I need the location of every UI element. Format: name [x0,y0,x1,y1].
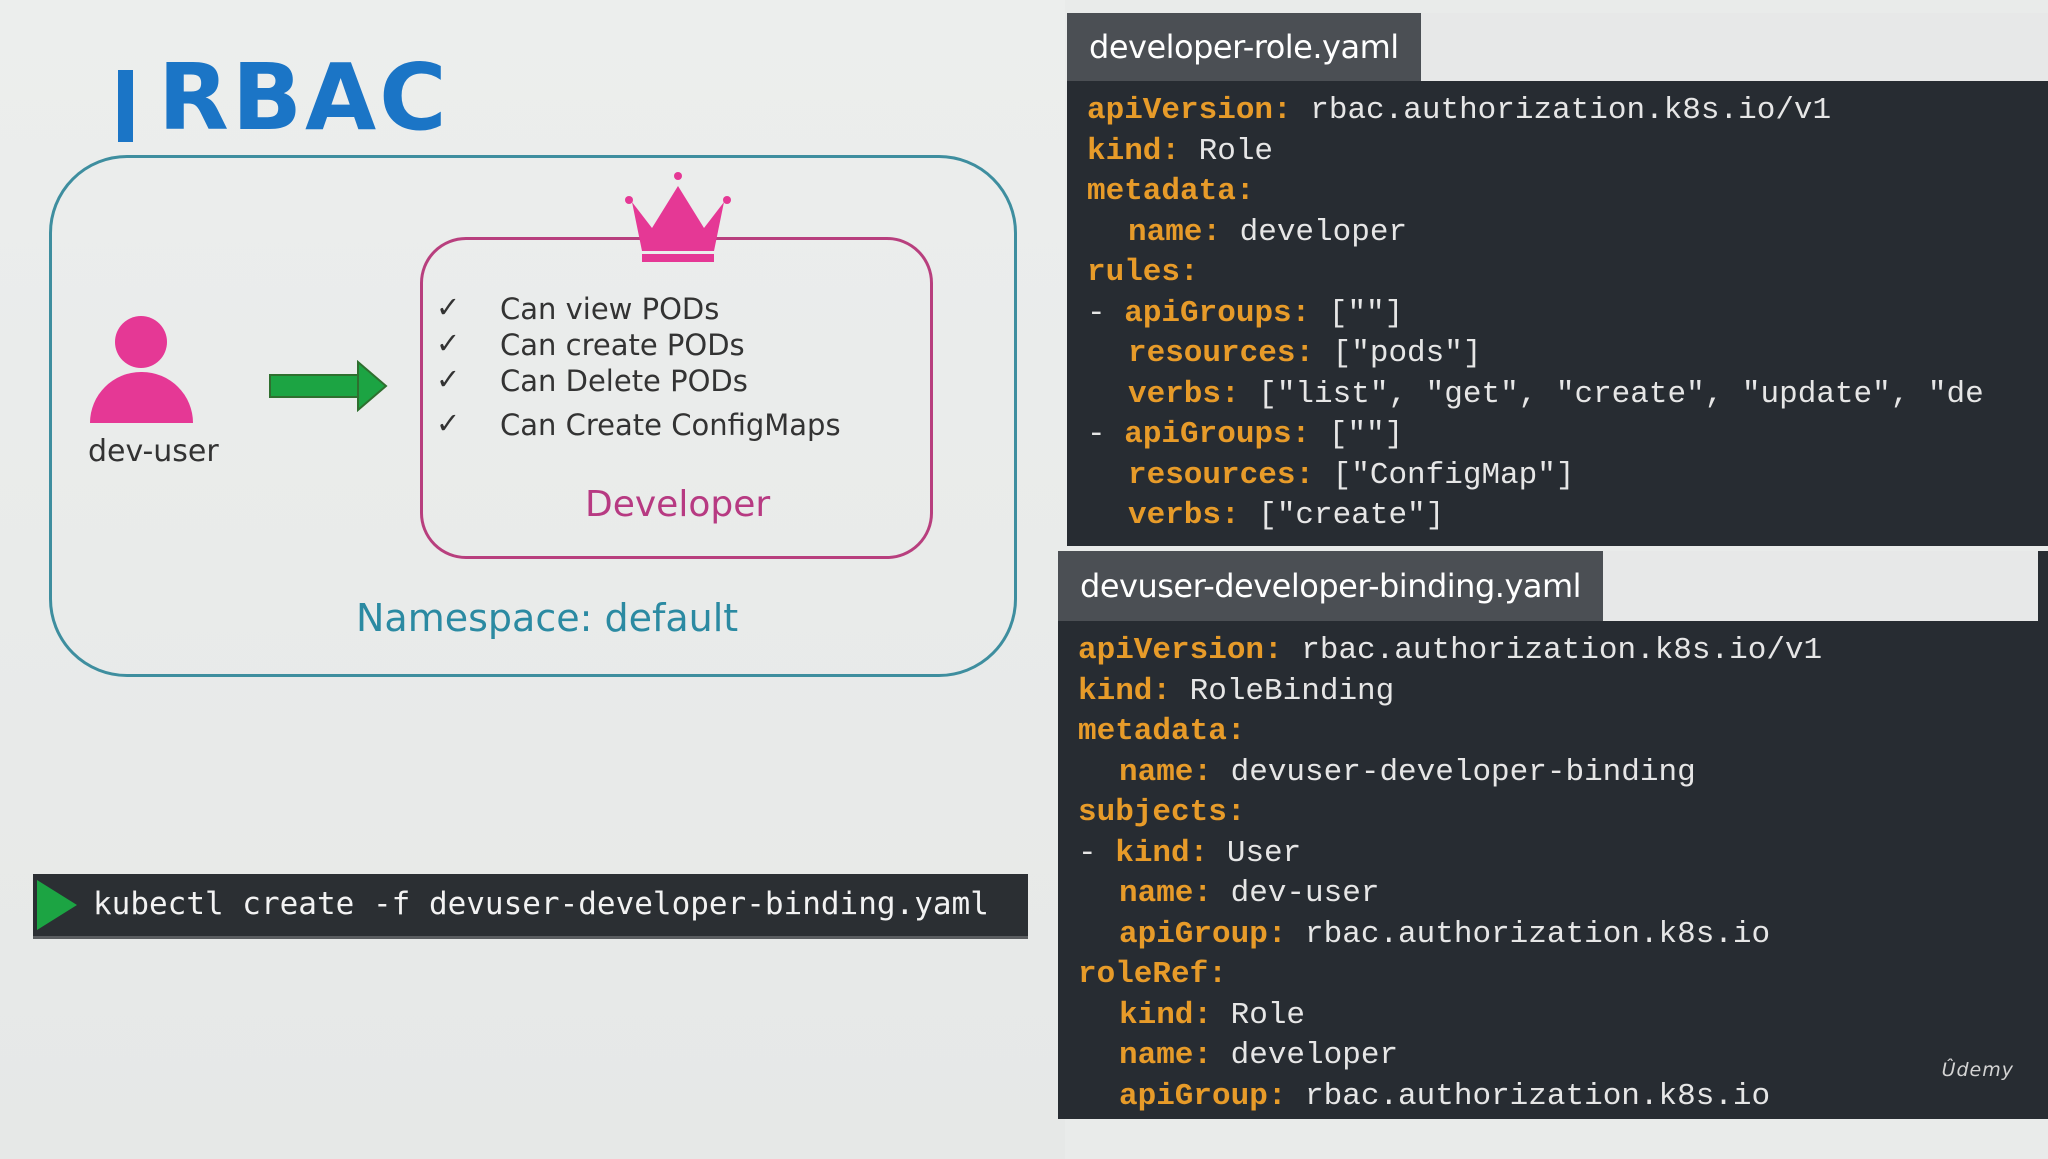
code-line: resources: ["pods"] [1087,334,1984,375]
code-line: rules: [1087,253,1984,294]
code-line: apiGroup: rbac.authorization.k8s.io [1078,915,1822,956]
namespace-label: Namespace: default [356,596,739,640]
code-value: developer [1212,1038,1399,1073]
user-label: dev-user [88,434,219,469]
tab-devuser-developer-binding[interactable]: devuser-developer-binding.yaml [1058,551,1604,621]
code-key: verbs: [1128,376,1240,412]
play-icon[interactable] [37,880,77,930]
code-value: rbac.authorization.k8s.io [1286,916,1771,952]
role-yaml-panel: developer-role.yaml apiVersion: rbac.aut… [1067,13,2048,546]
code-value: Role [1180,133,1274,169]
code-key: metadata: [1078,714,1246,749]
command-text: kubectl create -f devuser-developer-bind… [93,886,989,922]
code-value: User [1208,835,1302,871]
code-value: rbac.authorization.k8s.io/v1 [1282,633,1823,668]
code-key: verbs: [1128,498,1240,533]
crown-icon [625,172,731,262]
code-line: subjects: [1078,793,1822,834]
code-key: metadata: [1087,174,1255,209]
check-icon: ✓ [436,326,461,360]
code-key: resources: [1128,457,1315,493]
code-dash: - [1078,835,1116,871]
code-line: - apiGroups: [""] [1087,415,1984,456]
slide-left-panel: RBAC Namespace: default dev-user ✓ Can v… [0,0,1065,1159]
permission-text: Can create PODs [500,328,745,362]
code-line: name: dev-user [1078,874,1822,915]
namespace-box [49,155,1017,677]
code-key: apiGroup: [1119,1078,1287,1114]
code-key: name: [1119,1038,1213,1073]
code-line: metadata: [1078,712,1822,753]
permission-text: Can Create ConfigMaps [500,408,841,442]
binding-yaml-code: apiVersion: rbac.authorization.k8s.io/v1… [1078,631,1822,1117]
code-key: apiVersion: [1078,633,1283,668]
code-key: apiGroups: [1124,417,1311,452]
code-key: subjects: [1078,795,1246,830]
code-key: kind: [1119,997,1213,1033]
code-line: roleRef: [1078,955,1822,996]
code-key: kind: [1078,673,1172,709]
binding-yaml-panel: devuser-developer-binding.yaml apiVersio… [1058,551,2048,1119]
user-icon-head [115,316,167,368]
code-line: verbs: ["list", "get", "create", "update… [1087,375,1984,416]
tab-strip: devuser-developer-binding.yaml [1058,551,2038,621]
code-value: ["create"] [1239,498,1445,533]
code-line: name: developer [1087,213,1984,254]
code-value: [""] [1310,295,1404,331]
code-value: ["pods"] [1314,336,1482,371]
tab-developer-role[interactable]: developer-role.yaml [1067,13,1421,81]
code-value: Role [1212,997,1306,1033]
code-value: ["ConfigMap"] [1314,457,1575,493]
code-line: apiGroup: rbac.authorization.k8s.io [1078,1077,1822,1118]
code-key: name: [1119,876,1213,911]
code-key: kind: [1087,133,1181,169]
code-line: apiVersion: rbac.authorization.k8s.io/v1 [1087,91,1984,132]
code-line: name: devuser-developer-binding [1078,753,1822,794]
code-key: rules: [1087,255,1199,290]
code-line: name: developer [1078,1036,1822,1077]
code-line: resources: ["ConfigMap"] [1087,456,1984,497]
code-key: roleRef: [1078,957,1227,992]
code-value: dev-user [1212,876,1380,911]
code-line: kind: Role [1087,132,1984,173]
tab-strip: developer-role.yaml [1067,13,2048,81]
code-line: apiVersion: rbac.authorization.k8s.io/v1 [1078,631,1822,672]
permission-text: Can Delete PODs [500,364,748,398]
code-dash: - [1087,417,1125,452]
code-line: - apiGroups: [""] [1087,294,1984,335]
code-key: apiGroups: [1124,295,1311,331]
code-value: developer [1221,214,1408,250]
code-value: RoleBinding [1171,673,1395,709]
code-value: rbac.authorization.k8s.io/v1 [1291,93,1832,128]
role-yaml-code: apiVersion: rbac.authorization.k8s.io/v1… [1087,91,1984,537]
check-icon: ✓ [436,290,461,324]
check-icon: ✓ [436,362,461,396]
code-key: resources: [1128,336,1315,371]
page-title: RBAC [158,44,450,151]
command-bar[interactable]: kubectl create -f devuser-developer-bind… [33,874,1028,939]
title-accent-bar [118,70,133,142]
code-line: - kind: User [1078,834,1822,875]
role-name: Developer [585,484,771,525]
code-key: kind: [1115,835,1209,871]
arrow-right-icon [269,360,388,412]
code-key: name: [1128,214,1222,250]
code-value: devuser-developer-binding [1212,754,1696,790]
code-line: kind: RoleBinding [1078,672,1822,713]
code-line: metadata: [1087,172,1984,213]
code-value: ["list", "get", "create", "update", "de [1239,376,1984,412]
code-value: rbac.authorization.k8s.io [1286,1078,1771,1114]
code-value: [""] [1310,417,1404,452]
udemy-watermark: Ûdemy [1941,1059,2014,1081]
permission-text: Can view PODs [500,292,720,326]
code-line: verbs: ["create"] [1087,496,1984,537]
code-key: name: [1119,754,1213,790]
check-icon: ✓ [436,406,461,440]
code-key: apiVersion: [1087,93,1292,128]
code-key: apiGroup: [1119,916,1287,952]
code-dash: - [1087,295,1125,331]
code-line: kind: Role [1078,996,1822,1037]
